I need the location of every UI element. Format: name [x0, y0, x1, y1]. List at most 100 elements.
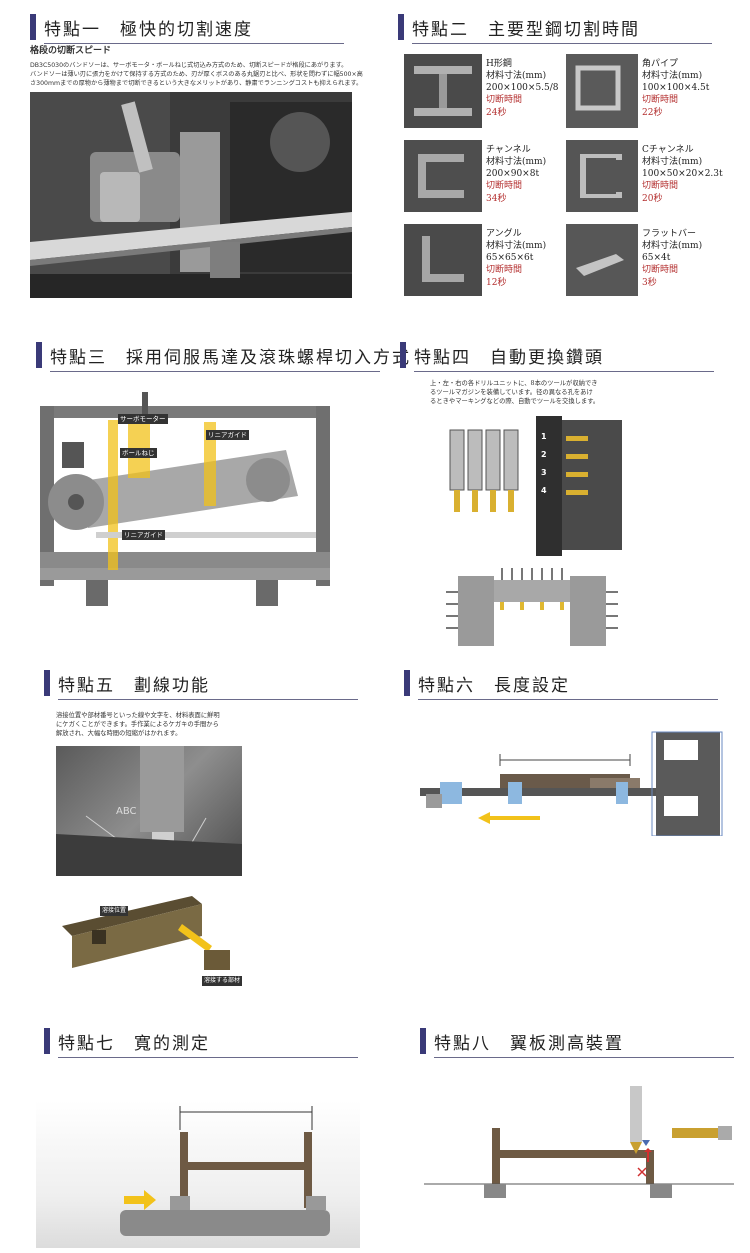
section1-subtitle: 格段の切断スピード — [30, 46, 112, 56]
heading-bar — [420, 1028, 426, 1054]
section4-heading: 特點四 自動更換鑽頭 — [400, 342, 714, 372]
heading-rule — [50, 371, 380, 372]
cut-time: 22秒 — [642, 107, 663, 118]
heading-rule — [58, 1057, 358, 1058]
steel-dim-label: 材料寸法(mm) — [642, 71, 703, 82]
flange-height-illustration — [424, 1086, 734, 1198]
heading-rule — [418, 699, 718, 700]
heading-bar — [44, 670, 50, 696]
channel-photo — [404, 140, 482, 212]
steel-dim: 200×90×8t — [486, 169, 540, 180]
heading-rule — [44, 43, 344, 44]
section1-desc-2: バンドソーは薄い刃に張力をかけて保持する方式のため、刃が厚くボスのある丸鋸刃と比… — [30, 71, 363, 78]
section4-desc-3: るときやマーキングなどの際、自動でツールを交換します。 — [430, 398, 600, 405]
section3-heading: 特點三 採用伺服馬達及滾珠螺桿切入方式 — [36, 342, 411, 372]
steel-name: フラットバー — [642, 229, 697, 239]
steel-name: アングル — [486, 229, 522, 239]
heading-bar — [36, 342, 42, 368]
heading-rule — [58, 699, 358, 700]
heading-rule — [434, 1057, 734, 1058]
section1-heading: 特點一 極快的切割速度 — [30, 14, 344, 44]
square-pipe-photo — [566, 54, 638, 128]
steel-dim-label: 材料寸法(mm) — [642, 241, 703, 252]
cut-time: 34秒 — [486, 193, 507, 204]
section6-title: 特點六 長度設定 — [418, 675, 570, 696]
bandsaw-illustration — [30, 92, 352, 298]
tag-welding-position: 溶接位置 — [100, 906, 129, 916]
cut-time: 3秒 — [642, 277, 657, 288]
section1-desc-1: DB3C5030のバンドソーは、サーボモータ・ボールねじ式切込み方式のため、切断… — [30, 62, 348, 69]
label-ball-screw: ボールねじ — [120, 448, 157, 459]
steel-dim-label: 材料寸法(mm) — [486, 241, 547, 252]
heading-bar — [44, 1028, 50, 1054]
steel-name: Cチャンネル — [642, 145, 694, 155]
heading-rule — [414, 371, 714, 372]
steel-dim: 65×4t — [642, 253, 671, 264]
flange-height-diagram — [424, 1082, 734, 1212]
slot-3: 3 — [541, 468, 547, 477]
slot-4: 4 — [541, 486, 547, 495]
length-setting-illustration — [420, 731, 723, 836]
cut-time-label: 切断時間 — [642, 181, 679, 192]
cut-time-label: 切断時間 — [642, 95, 679, 106]
length-setting-diagram — [420, 726, 730, 836]
section1-desc-3: さ300mmまでの厚物から薄物まで切断できるという大きなメリットがあり、静粛でラ… — [30, 80, 363, 87]
heading-bar — [30, 14, 36, 40]
cut-time-label: 切断時間 — [486, 265, 523, 276]
cut-time-label: 切断時間 — [486, 95, 523, 106]
steel-dim: 200×100×5.5/8 — [486, 83, 559, 94]
heading-bar — [400, 342, 406, 368]
cut-time-label: 切断時間 — [486, 181, 523, 192]
steel-dim: 100×100×4.5t — [642, 83, 710, 94]
section6-heading: 特點六 長度設定 — [404, 670, 718, 700]
label-servo-motor: サーボモーター — [118, 414, 168, 425]
section7-heading: 特點七 寬的測定 — [44, 1028, 358, 1058]
section5-desc-1: 溶接位置や部材番号といった線や文字を、材料表面に鮮明 — [56, 712, 220, 719]
label-linear-guide-bottom: リニアガイド — [122, 530, 165, 541]
slot-1: 1 — [541, 432, 547, 441]
slot-2: 2 — [541, 450, 547, 459]
heading-rule — [412, 43, 712, 44]
bandsaw-frame-illustration — [40, 392, 330, 606]
label-linear-guide-top: リニアガイド — [206, 430, 249, 441]
width-measurement-diagram — [36, 1100, 360, 1248]
drill-units-illustration — [446, 568, 618, 646]
section2-title: 特點二 主要型鋼切割時間 — [412, 19, 640, 40]
section1-title: 特點一 極快的切割速度 — [44, 19, 253, 40]
scribing-illustration — [56, 746, 242, 876]
tool-magazine-photo: 1 2 3 4 — [440, 410, 624, 560]
servo-ballscrew-diagram: サーボモーター リニアガイド ボールねじ リニアガイド — [36, 392, 354, 610]
h-beam-photo — [404, 54, 482, 128]
section8-title: 特點八 翼板測高裝置 — [434, 1033, 624, 1054]
cut-time: 24秒 — [486, 107, 507, 118]
bandsaw-photo — [30, 92, 352, 298]
steel-dim: 65×65×6t — [486, 253, 534, 264]
section5-title: 特點五 劃線功能 — [58, 675, 210, 696]
section5-desc-2: にケガくことができます。手作業によるケガキの手間から — [56, 721, 219, 728]
width-measurement-illustration — [36, 1100, 360, 1248]
steel-name: チャンネル — [486, 145, 531, 155]
welding-illustration — [62, 896, 230, 970]
heading-bar — [398, 14, 404, 40]
steel-dim-label: 材料寸法(mm) — [486, 157, 547, 168]
section5-desc-3: 解放され、大幅な時間の短縮がはかれます。 — [56, 730, 182, 737]
section4-desc-2: るツールマガジンを装備しています。径の異なる孔をあけ — [430, 389, 593, 396]
section2-heading: 特點二 主要型鋼切割時間 — [398, 14, 712, 44]
steel-dim: 100×50×20×2.3t — [642, 169, 723, 180]
c-channel-photo — [566, 140, 638, 212]
steel-dim-label: 材料寸法(mm) — [642, 157, 703, 168]
tool-magazine-illustration — [440, 410, 624, 560]
steel-dim-label: 材料寸法(mm) — [486, 71, 547, 82]
steel-name: H形鋼 — [486, 59, 512, 69]
scribed-text: ABC — [116, 806, 137, 817]
steel-name: 角パイプ — [642, 59, 679, 69]
section4-title: 特點四 自動更換鑽頭 — [414, 347, 604, 368]
tag-welded-member: 溶接する部材 — [202, 976, 243, 986]
section4-desc-1: 上・左・右の各ドリルユニットに、8本のツールが収納でき — [430, 380, 598, 387]
section8-heading: 特點八 翼板測高裝置 — [420, 1028, 734, 1058]
cut-time-label: 切断時間 — [642, 265, 679, 276]
cut-time: 12秒 — [486, 277, 507, 288]
angle-photo — [404, 224, 482, 296]
drill-unit-diagram — [440, 562, 624, 662]
section3-title: 特點三 採用伺服馬達及滾珠螺桿切入方式 — [50, 347, 411, 368]
